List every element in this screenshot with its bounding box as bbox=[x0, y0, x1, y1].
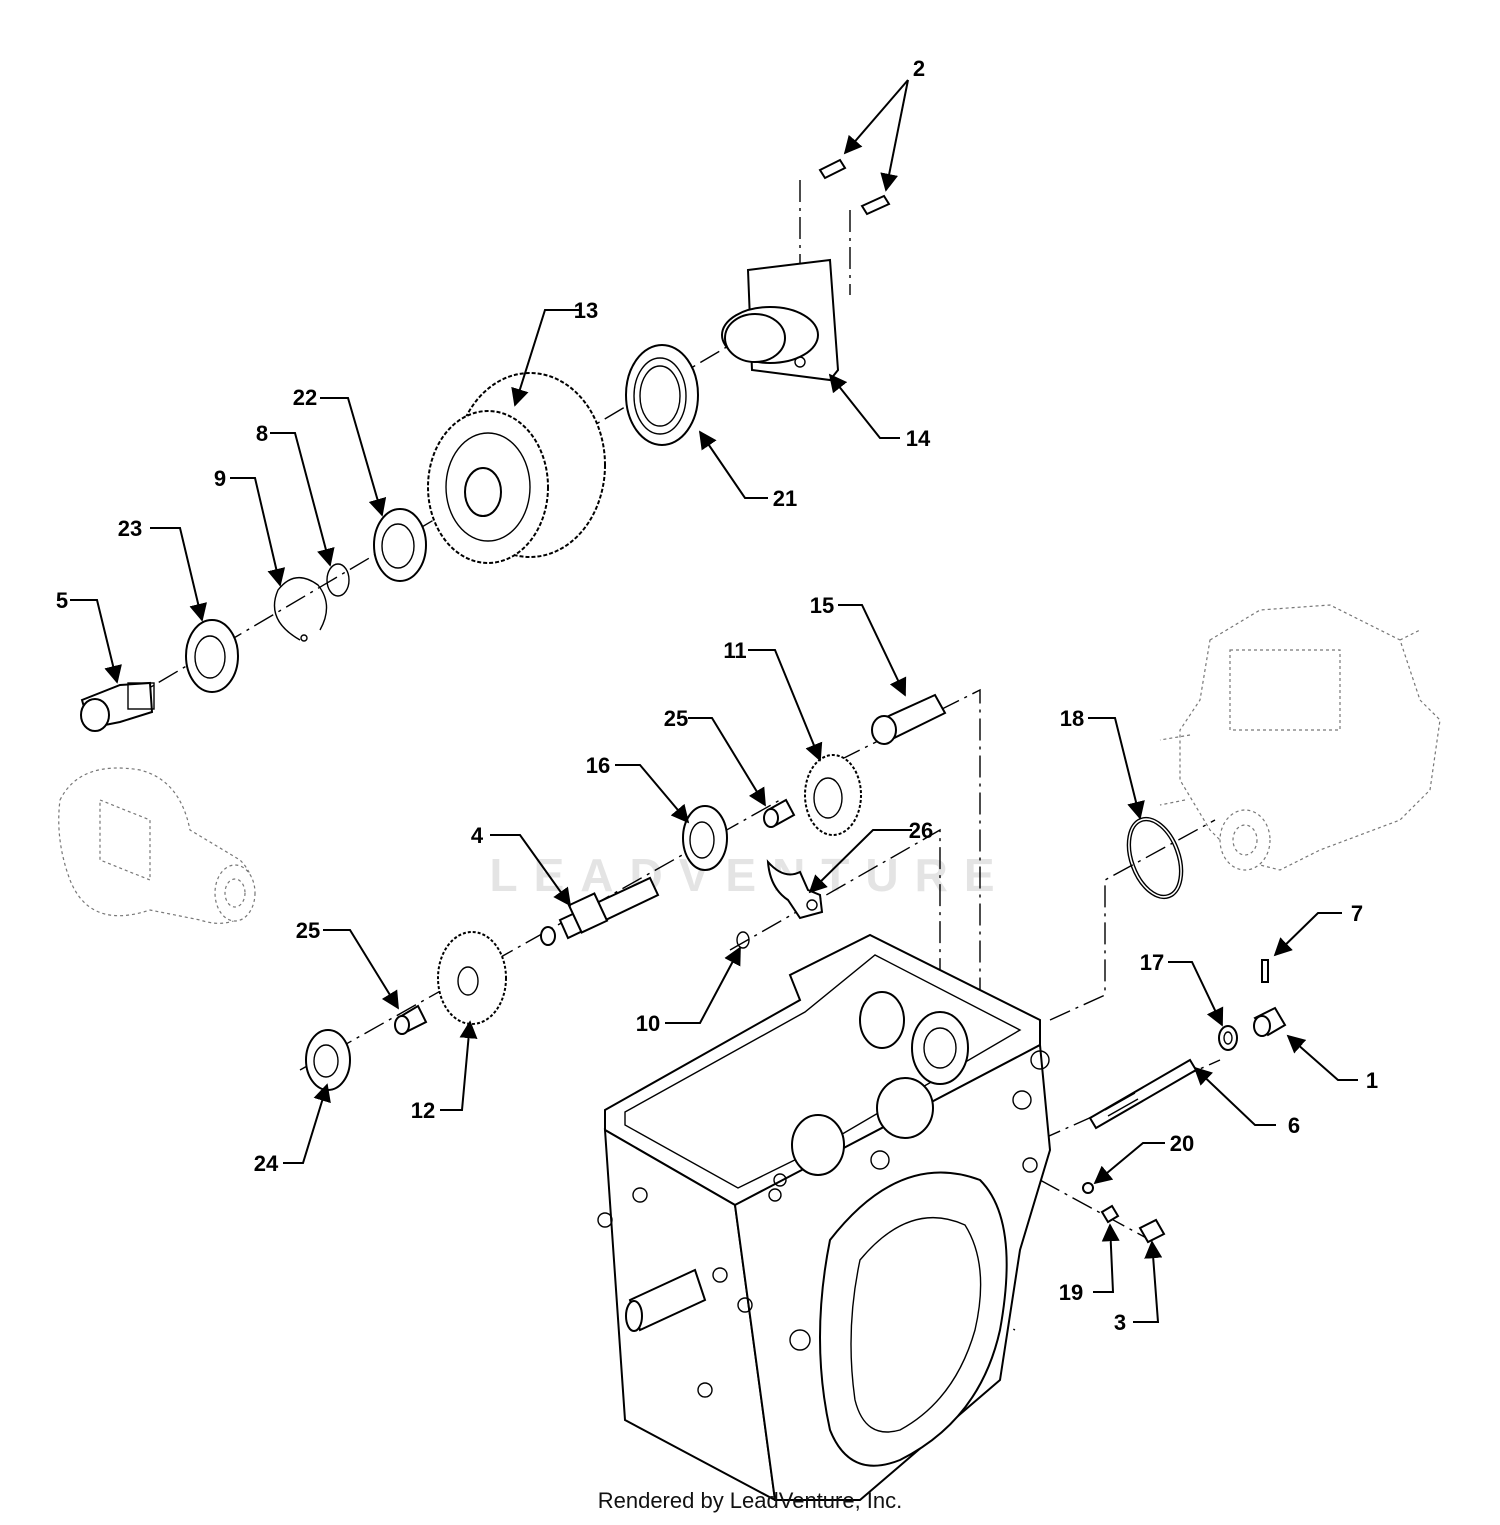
part-23-bearing bbox=[185, 619, 239, 693]
callout-18: 18 bbox=[1060, 706, 1084, 731]
part-7-pin bbox=[1261, 959, 1269, 983]
callout-25-upper: 25 bbox=[664, 706, 688, 731]
callout-12: 12 bbox=[411, 1098, 435, 1123]
watermark: LEADVENTURE bbox=[489, 849, 1011, 901]
callout-16: 16 bbox=[586, 753, 610, 778]
callout-17: 17 bbox=[1140, 950, 1164, 975]
part-13-gear bbox=[427, 372, 606, 564]
callout-9: 9 bbox=[214, 466, 226, 491]
part-25-bushing-lower bbox=[394, 1004, 428, 1035]
callout-6: 6 bbox=[1288, 1113, 1300, 1138]
transaxle-case bbox=[597, 933, 1052, 1502]
callout-4: 4 bbox=[471, 823, 484, 848]
part-5-pinion bbox=[80, 681, 155, 732]
part-17-seal bbox=[1218, 1025, 1238, 1051]
callout-20: 20 bbox=[1170, 1131, 1194, 1156]
callout-13: 13 bbox=[574, 298, 598, 323]
part-10-clip bbox=[736, 931, 750, 949]
part-3-plug bbox=[1138, 1218, 1166, 1244]
part-2-bolts bbox=[818, 158, 891, 216]
part-1-lever bbox=[1253, 1006, 1287, 1037]
ghost-differential-housing bbox=[58, 767, 256, 924]
part-12-gear bbox=[437, 931, 507, 1025]
part-14-housing bbox=[721, 258, 840, 382]
callout-14: 14 bbox=[906, 426, 931, 451]
callout-10: 10 bbox=[636, 1011, 660, 1036]
part-16-bearing bbox=[682, 805, 728, 871]
part-19-spring bbox=[1100, 1204, 1120, 1224]
callout-23: 23 bbox=[118, 516, 142, 541]
footer-credit: Rendered by LeadVenture, Inc. bbox=[597, 1488, 903, 1513]
callout-19: 19 bbox=[1059, 1280, 1083, 1305]
callout-5: 5 bbox=[56, 588, 68, 613]
part-11-gear bbox=[804, 754, 862, 836]
part-22-bearing bbox=[373, 508, 427, 582]
callout-24: 24 bbox=[254, 1151, 279, 1176]
part-15-sleeve bbox=[871, 693, 947, 745]
ghost-hydraulic-pump bbox=[1159, 604, 1441, 871]
callout-21: 21 bbox=[773, 486, 797, 511]
part-6-shift-shaft bbox=[1088, 1058, 1198, 1130]
callout-3: 3 bbox=[1114, 1310, 1126, 1335]
leader-lines bbox=[70, 79, 1358, 1323]
part-25-bushing-upper bbox=[763, 798, 796, 828]
part-21-bearing bbox=[625, 344, 699, 446]
part-26-shift-fork bbox=[766, 859, 824, 920]
part-4-shaft bbox=[540, 876, 660, 946]
callout-25-lower: 25 bbox=[296, 918, 320, 943]
callout-11: 11 bbox=[723, 638, 746, 663]
callout-7: 7 bbox=[1351, 901, 1363, 926]
callout-labels: 2 13 14 21 22 8 9 23 5 15 11 25 16 26 4 … bbox=[56, 56, 1378, 1335]
part-8-snap-ring bbox=[326, 563, 350, 597]
part-20-ball bbox=[1082, 1182, 1094, 1194]
callout-1: 1 bbox=[1366, 1068, 1378, 1093]
callout-26: 26 bbox=[909, 818, 933, 843]
callout-8: 8 bbox=[256, 421, 268, 446]
callout-22: 22 bbox=[293, 385, 317, 410]
callout-2: 2 bbox=[913, 56, 925, 81]
part-18-o-ring bbox=[1126, 816, 1184, 900]
part-24-bearing bbox=[305, 1029, 351, 1091]
callout-15: 15 bbox=[810, 593, 834, 618]
part-9-retaining-ring bbox=[273, 577, 328, 642]
